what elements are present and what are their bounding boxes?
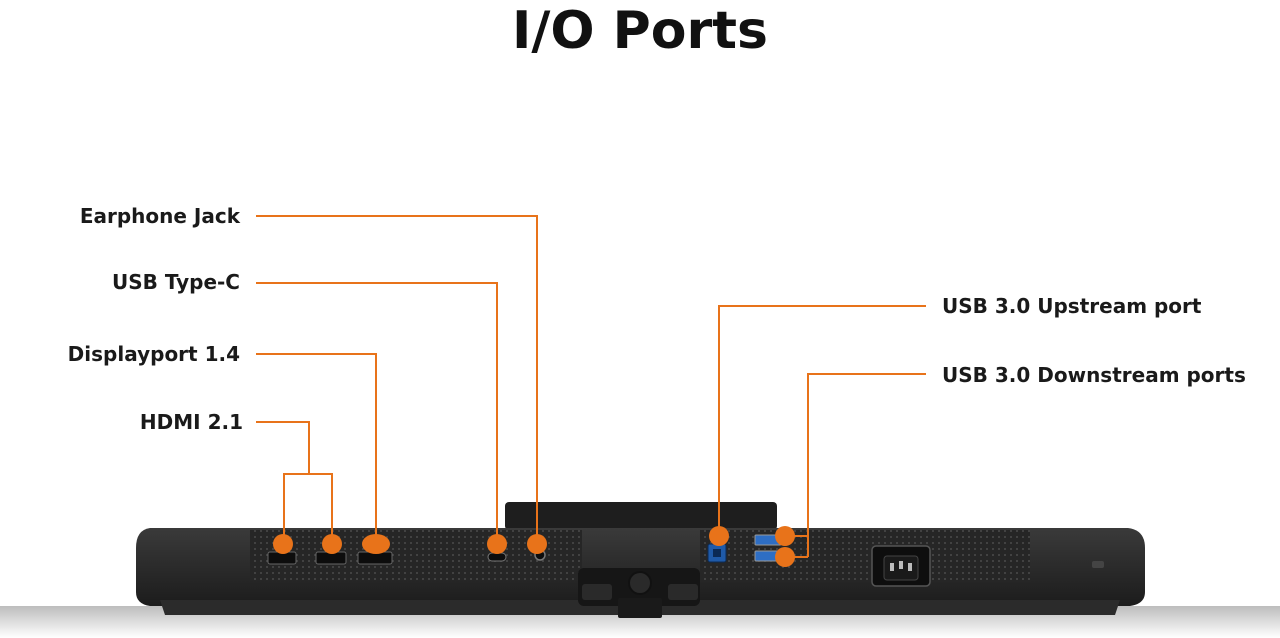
- leader-usb-downstream: [807, 373, 926, 557]
- marker-displayport: [362, 534, 390, 554]
- port-markers: [273, 526, 795, 567]
- leader-earphone-jack: [256, 215, 538, 544]
- label-earphone-jack: Earphone Jack: [79, 204, 240, 228]
- marker-usb-downstream-1: [775, 526, 795, 546]
- label-usb-downstream: USB 3.0 Downstream ports: [942, 363, 1246, 387]
- leader-lines: [256, 215, 926, 558]
- marker-hdmi-2: [322, 534, 342, 554]
- label-usb-type-c: USB Type-C: [111, 270, 240, 294]
- leader-hdmi-branch: [283, 473, 333, 544]
- marker-earphone-jack: [527, 534, 547, 554]
- port-group-right: [707, 534, 931, 587]
- page-title: I/O Ports: [512, 1, 768, 61]
- leader-usb-upstream: [718, 305, 926, 536]
- marker-usb-upstream: [709, 526, 729, 546]
- usb-c-port: [487, 552, 507, 562]
- marker-hdmi-1: [273, 534, 293, 554]
- leader-hdmi: [256, 421, 310, 474]
- label-usb-upstream: USB 3.0 Upstream port: [942, 294, 1202, 318]
- port-group-left: [267, 549, 546, 565]
- leader-displayport: [256, 353, 377, 544]
- leader-usb-type-c: [256, 282, 498, 544]
- label-displayport: Displayport 1.4: [67, 342, 240, 366]
- marker-usb-type-c: [487, 534, 507, 554]
- marker-usb-downstream-2: [775, 547, 795, 567]
- label-hdmi: HDMI 2.1: [139, 410, 243, 434]
